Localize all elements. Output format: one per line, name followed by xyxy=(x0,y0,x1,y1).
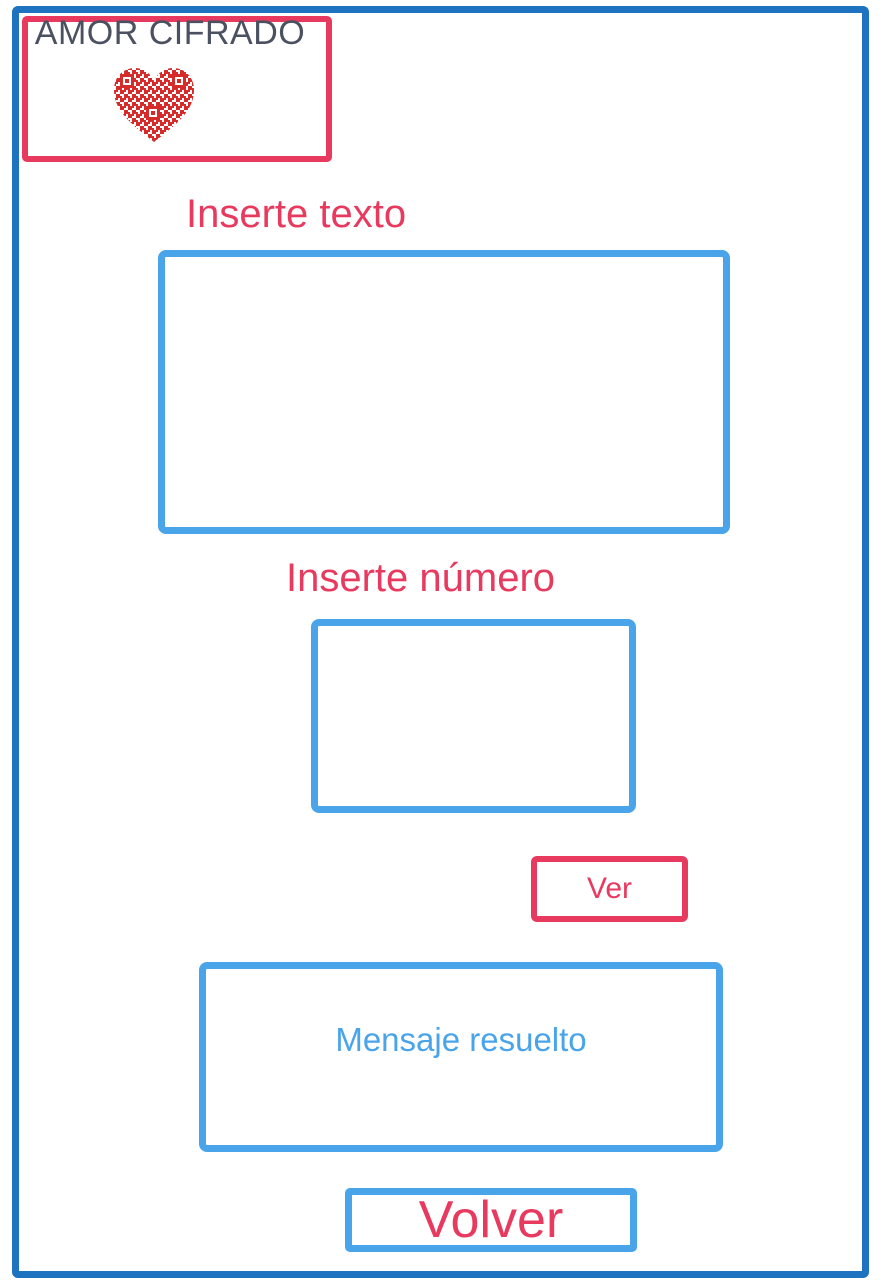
app-title: AMOR CIFRADO xyxy=(34,14,306,52)
app-frame xyxy=(12,6,869,1278)
app-logo xyxy=(22,16,332,162)
number-input-box[interactable] xyxy=(311,619,636,813)
view-button[interactable]: Ver xyxy=(531,856,688,922)
text-input-box[interactable] xyxy=(158,250,730,534)
result-message: Mensaje resuelto xyxy=(335,1021,587,1058)
text-input-label: Inserte texto xyxy=(186,192,407,236)
text-input[interactable] xyxy=(165,257,723,527)
result-box: Mensaje resuelto xyxy=(199,962,723,1152)
number-input-label: Inserte número xyxy=(286,556,556,600)
number-input[interactable] xyxy=(318,626,629,806)
back-button[interactable]: Volver xyxy=(345,1188,637,1252)
qr-heart-icon xyxy=(114,68,194,142)
